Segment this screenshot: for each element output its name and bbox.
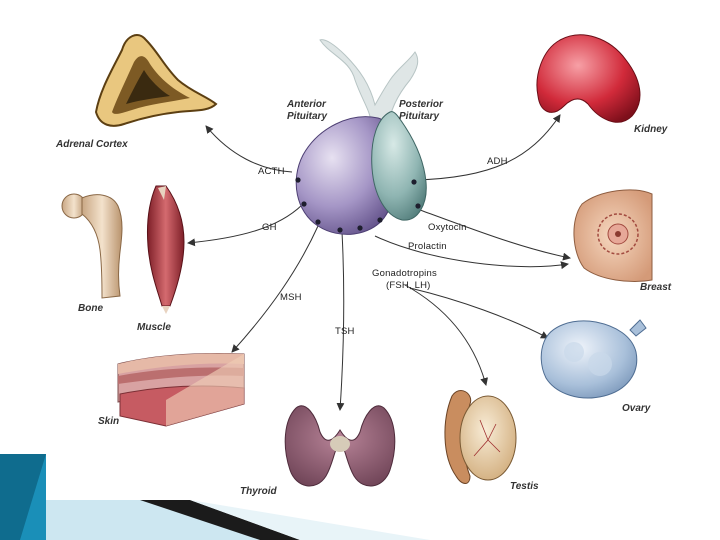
organ-ovary: Ovary [622, 403, 650, 414]
organ-bone: Bone [78, 303, 103, 314]
hormone-acth: ACTH [258, 166, 285, 177]
adrenal-cortex-image [96, 35, 216, 126]
hormone-adh: ADH [487, 156, 508, 167]
thyroid-image [285, 406, 395, 486]
kidney-image [537, 35, 640, 122]
testis-image [445, 391, 516, 484]
organ-muscle: Muscle [137, 322, 171, 333]
arrow-gonad-testis [405, 285, 486, 385]
arrow-msh [232, 226, 318, 352]
organ-adrenal-cortex: Adrenal Cortex [56, 139, 128, 150]
organ-skin: Skin [98, 416, 119, 427]
hormone-gonadotropins-line1: Gonadotropins [372, 268, 437, 279]
hormone-tsh: TSH [335, 326, 355, 337]
bone-image [62, 194, 122, 298]
posterior-pituitary-label-line1: Posterior [399, 99, 443, 110]
anterior-pituitary-label-line2: Pituitary [287, 111, 327, 122]
breast-image [574, 190, 652, 282]
muscle-image [147, 186, 184, 314]
posterior-pituitary-label-line2: Pituitary [399, 111, 439, 122]
anterior-pituitary-label-line1: Anterior [287, 99, 326, 110]
skin-image [118, 353, 244, 426]
organ-testis: Testis [510, 481, 539, 492]
arrow-prolactin [375, 236, 568, 267]
arrow-adh [415, 115, 560, 180]
hormone-gonadotropins-line2: (FSH, LH) [386, 280, 431, 291]
organ-breast: Breast [640, 282, 671, 293]
ovary-image [541, 320, 646, 398]
hormone-oxytocin: Oxytocin [428, 222, 467, 233]
organ-kidney: Kidney [634, 124, 667, 135]
arrow-gh [188, 205, 302, 243]
hormone-gh: GH [262, 222, 277, 233]
hormone-prolactin: Prolactin [408, 241, 447, 252]
organ-thyroid: Thyroid [240, 486, 277, 497]
arrow-gonad-ovary [410, 288, 548, 338]
arrow-tsh [340, 232, 344, 410]
hormone-msh: MSH [280, 292, 302, 303]
